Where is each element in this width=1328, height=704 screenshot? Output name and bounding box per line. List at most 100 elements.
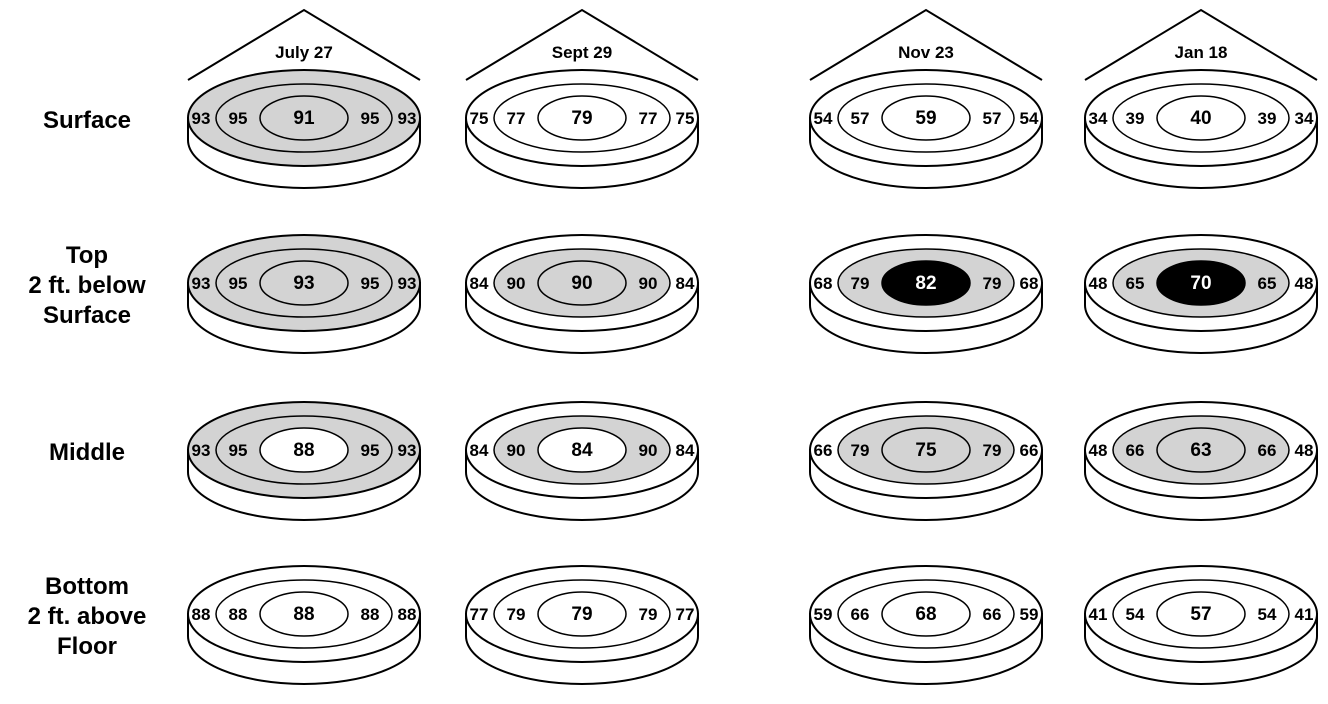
outer-left-temp: 93 <box>192 109 211 128</box>
disk-center-zone <box>1156 591 1246 637</box>
temperature-disk: 59 59 66 66 68 <box>809 565 1043 685</box>
middle-right-temp: 95 <box>361 441 380 460</box>
center-temp: 91 <box>293 108 315 129</box>
outer-right-temp: 41 <box>1295 605 1314 624</box>
outer-right-temp: 93 <box>398 109 417 128</box>
middle-right-temp: 79 <box>983 441 1002 460</box>
outer-left-temp: 84 <box>470 274 489 293</box>
middle-right-temp: 79 <box>639 605 658 624</box>
center-temp: 82 <box>915 273 936 294</box>
outer-left-temp: 93 <box>192 441 211 460</box>
outer-right-temp: 66 <box>1020 441 1039 460</box>
middle-right-temp: 65 <box>1258 274 1277 293</box>
column-header: July 27 <box>187 8 421 81</box>
middle-right-temp: 66 <box>983 605 1002 624</box>
temperature-disk: 48 48 66 66 63 <box>1084 401 1318 521</box>
row-label-line: 2 ft. below <box>28 272 146 299</box>
row-label-line: Bottom <box>45 573 129 600</box>
outer-right-temp: 54 <box>1020 109 1039 128</box>
center-temp: 84 <box>571 440 593 461</box>
disk-center-zone <box>881 591 971 637</box>
middle-left-temp: 77 <box>507 109 526 128</box>
center-temp: 68 <box>915 604 936 625</box>
roof-outline <box>187 8 421 81</box>
center-temp: 75 <box>915 440 937 461</box>
disk-center-zone <box>537 95 627 141</box>
column-header: Jan 18 <box>1084 8 1318 81</box>
column-header: Sept 29 <box>465 8 699 81</box>
middle-right-temp: 77 <box>639 109 658 128</box>
middle-left-temp: 79 <box>507 605 526 624</box>
roof-outline <box>809 8 1043 81</box>
middle-right-temp: 95 <box>361 274 380 293</box>
middle-left-temp: 57 <box>851 109 870 128</box>
outer-left-temp: 48 <box>1089 441 1108 460</box>
middle-right-temp: 54 <box>1258 605 1277 624</box>
middle-left-temp: 88 <box>229 605 248 624</box>
temperature-disk: 77 77 79 79 79 <box>465 565 699 685</box>
middle-left-temp: 95 <box>229 274 248 293</box>
outer-left-temp: 77 <box>470 605 489 624</box>
disk-center-zone <box>259 591 349 637</box>
middle-left-temp: 66 <box>851 605 870 624</box>
middle-left-temp: 54 <box>1126 605 1145 624</box>
middle-left-temp: 95 <box>229 441 248 460</box>
outer-right-temp: 59 <box>1020 605 1039 624</box>
outer-left-temp: 48 <box>1089 274 1108 293</box>
center-temp: 93 <box>293 273 314 294</box>
disk-center-zone <box>881 95 971 141</box>
disk-center-zone <box>259 95 349 141</box>
disk-center-zone <box>537 591 627 637</box>
outer-right-temp: 34 <box>1295 109 1314 128</box>
roof-outline <box>465 8 699 81</box>
outer-left-temp: 84 <box>470 441 489 460</box>
center-temp: 88 <box>293 604 314 625</box>
middle-left-temp: 65 <box>1126 274 1145 293</box>
temperature-disk: 48 48 65 65 70 <box>1084 234 1318 354</box>
center-temp: 63 <box>1190 440 1211 461</box>
outer-right-temp: 48 <box>1295 441 1314 460</box>
disk-center-zone <box>537 260 627 306</box>
outer-left-temp: 68 <box>814 274 833 293</box>
roof-outline <box>1084 8 1318 81</box>
center-temp: 40 <box>1190 108 1211 129</box>
outer-left-temp: 41 <box>1089 605 1108 624</box>
temperature-disk: 34 34 39 39 40 <box>1084 69 1318 189</box>
outer-left-temp: 54 <box>814 109 833 128</box>
middle-right-temp: 95 <box>361 109 380 128</box>
middle-left-temp: 66 <box>1126 441 1145 460</box>
column-date-label: Sept 29 <box>552 43 612 62</box>
outer-right-temp: 93 <box>398 274 417 293</box>
middle-left-temp: 39 <box>1126 109 1145 128</box>
middle-left-temp: 79 <box>851 274 870 293</box>
outer-left-temp: 66 <box>814 441 833 460</box>
column-date-label: July 27 <box>275 43 333 62</box>
disk-center-zone <box>1156 427 1246 473</box>
column-date-label: Jan 18 <box>1175 43 1228 62</box>
outer-left-temp: 59 <box>814 605 833 624</box>
center-temp: 79 <box>571 604 592 625</box>
middle-left-temp: 90 <box>507 441 526 460</box>
column-header: Nov 23 <box>809 8 1043 81</box>
disk-center-zone <box>881 427 971 473</box>
outer-right-temp: 48 <box>1295 274 1314 293</box>
row-label: Middle <box>49 439 125 466</box>
outer-right-temp: 77 <box>676 605 695 624</box>
outer-left-temp: 34 <box>1089 109 1108 128</box>
outer-right-temp: 84 <box>676 274 695 293</box>
middle-right-temp: 39 <box>1258 109 1277 128</box>
center-temp: 79 <box>571 108 592 129</box>
row-label-line: Floor <box>57 633 117 660</box>
outer-left-temp: 75 <box>470 109 489 128</box>
row-label-line: Top <box>66 242 108 269</box>
disk-center-zone <box>537 427 627 473</box>
middle-right-temp: 66 <box>1258 441 1277 460</box>
center-temp: 70 <box>1190 273 1211 294</box>
